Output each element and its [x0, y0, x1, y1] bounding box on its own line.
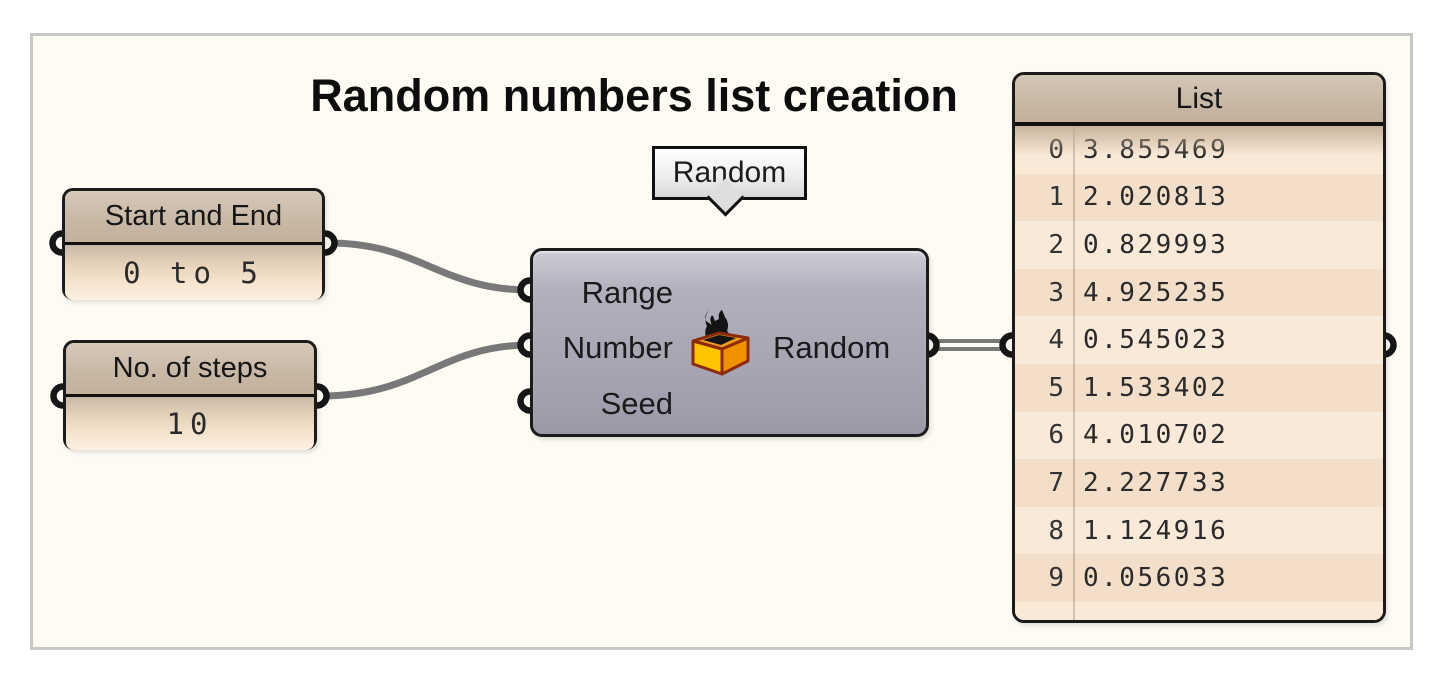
random-input-range-label: Range [581, 275, 673, 310]
list-item-index: 9 [1048, 563, 1064, 594]
list-item-value: 3.855469 [1083, 134, 1229, 165]
list-item-value: 1.124916 [1083, 515, 1229, 546]
list-item-value: 0.056033 [1083, 563, 1229, 594]
list-item: 0 3.855469 [1015, 126, 1383, 174]
list-item-value: 0.545023 [1083, 325, 1229, 356]
list-item: 4 0.545023 [1015, 316, 1383, 364]
list-item-value: 0.829993 [1083, 229, 1229, 260]
list-item-index: 8 [1048, 515, 1064, 546]
box-right-face [720, 336, 750, 376]
panel-no-of-steps-header: No. of steps [66, 343, 314, 397]
index-column-divider [1073, 126, 1075, 620]
wire-number[interactable] [317, 341, 534, 400]
panel-list-header: List [1015, 75, 1383, 126]
list-item: 6 4.010702 [1015, 411, 1383, 460]
list-item-index: 0 [1048, 134, 1064, 165]
panel-no-of-steps-value[interactable]: 10 [66, 397, 314, 450]
list-item: 9 0.056033 [1015, 554, 1383, 602]
list-item-value: 2.227733 [1083, 467, 1229, 498]
list-item-index: 5 [1048, 372, 1064, 403]
list-item-value: 1.533402 [1083, 372, 1229, 403]
panel-no-of-steps[interactable]: No. of steps 10 [63, 340, 317, 450]
box-opening [703, 335, 736, 345]
list-filler-row [1015, 601, 1383, 620]
list-item-index: 6 [1048, 420, 1064, 451]
page-title: Random numbers list creation [310, 70, 958, 121]
list-item-index: 7 [1048, 467, 1064, 498]
jack-in-the-box-random-icon [691, 309, 750, 376]
list-item: 3 4.925235 [1015, 268, 1383, 317]
list-item-index: 1 [1048, 182, 1064, 213]
list-item-index: 2 [1048, 229, 1064, 260]
wire-range[interactable] [325, 239, 534, 294]
random-component[interactable]: Range Number Seed Random [530, 248, 929, 437]
list-item: 7 2.227733 [1015, 459, 1383, 507]
panel-start-and-end[interactable]: Start and End 0 to 5 [62, 188, 325, 300]
list-item-value: 4.010702 [1083, 420, 1229, 451]
panel-start-and-end-value[interactable]: 0 to 5 [65, 245, 322, 300]
panel-list[interactable]: List 0 3.855469 1 2.020813 2 0.829993 3 4.92… [1012, 72, 1386, 623]
list-item-index: 4 [1048, 325, 1064, 356]
list-item: 8 1.124916 [1015, 506, 1383, 555]
list-item-index: 3 [1048, 277, 1064, 308]
list-item-value: 2.020813 [1083, 182, 1229, 213]
panel-start-and-end-header: Start and End [65, 191, 322, 245]
list-item-value: 4.925235 [1083, 277, 1229, 308]
random-input-number-label: Number [562, 330, 673, 365]
random-input-seed-label: Seed [600, 386, 673, 421]
list-item: 1 2.020813 [1015, 173, 1383, 222]
list-item: 2 0.829993 [1015, 221, 1383, 269]
random-output-label: Random [773, 330, 891, 365]
list-item: 5 1.533402 [1015, 363, 1383, 412]
